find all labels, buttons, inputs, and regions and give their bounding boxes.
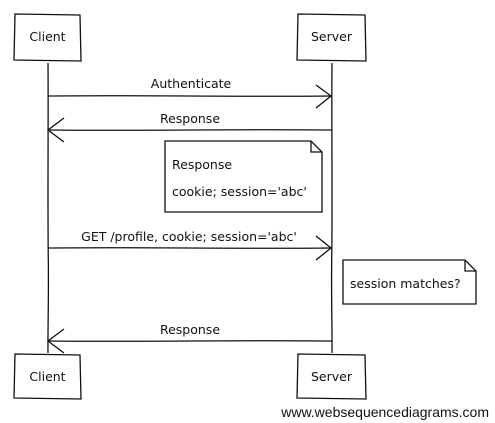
note-response-cookie: Response cookie; session='abc' — [164, 140, 323, 213]
arrowhead-right-icon — [315, 84, 333, 109]
message-authenticate: Authenticate — [47, 76, 333, 109]
note-fold-icon — [310, 141, 322, 153]
message-response-2-line — [47, 340, 333, 342]
participant-server-top-label: Server — [311, 29, 353, 44]
participant-client-bottom: Client — [13, 353, 82, 400]
message-get-profile-line — [47, 247, 332, 249]
message-authenticate-label: Authenticate — [151, 76, 232, 91]
participant-client-top: Client — [13, 13, 82, 62]
note-session-matches: session matches? — [342, 259, 477, 305]
message-response-2-label: Response — [160, 322, 220, 337]
arrowhead-left-icon — [46, 328, 65, 354]
note-response-line2: cookie; session='abc' — [172, 184, 307, 199]
participant-server-top: Server — [296, 13, 367, 62]
arrowhead-left-icon — [46, 117, 65, 143]
note-fold-icon — [464, 260, 476, 272]
message-response-1: Response — [46, 111, 333, 143]
message-response-2: Response — [46, 322, 333, 354]
participant-client-bottom-label: Client — [29, 369, 65, 384]
message-authenticate-line — [47, 95, 332, 97]
participant-client-top-label: Client — [29, 29, 65, 44]
watermark: www.websequencediagrams.com — [281, 404, 489, 420]
note-response-line1: Response — [172, 157, 232, 172]
message-get-profile-label: GET /profile, cookie; session='abc' — [81, 229, 297, 244]
message-response-1-label: Response — [160, 111, 220, 126]
note-session-matches-line1: session matches? — [350, 276, 461, 291]
participant-server-bottom-label: Server — [311, 369, 353, 384]
arrowhead-right-icon — [315, 235, 333, 261]
participant-server-bottom: Server — [296, 353, 367, 400]
message-get-profile: GET /profile, cookie; session='abc' — [47, 229, 333, 261]
message-response-1-line — [47, 129, 333, 131]
